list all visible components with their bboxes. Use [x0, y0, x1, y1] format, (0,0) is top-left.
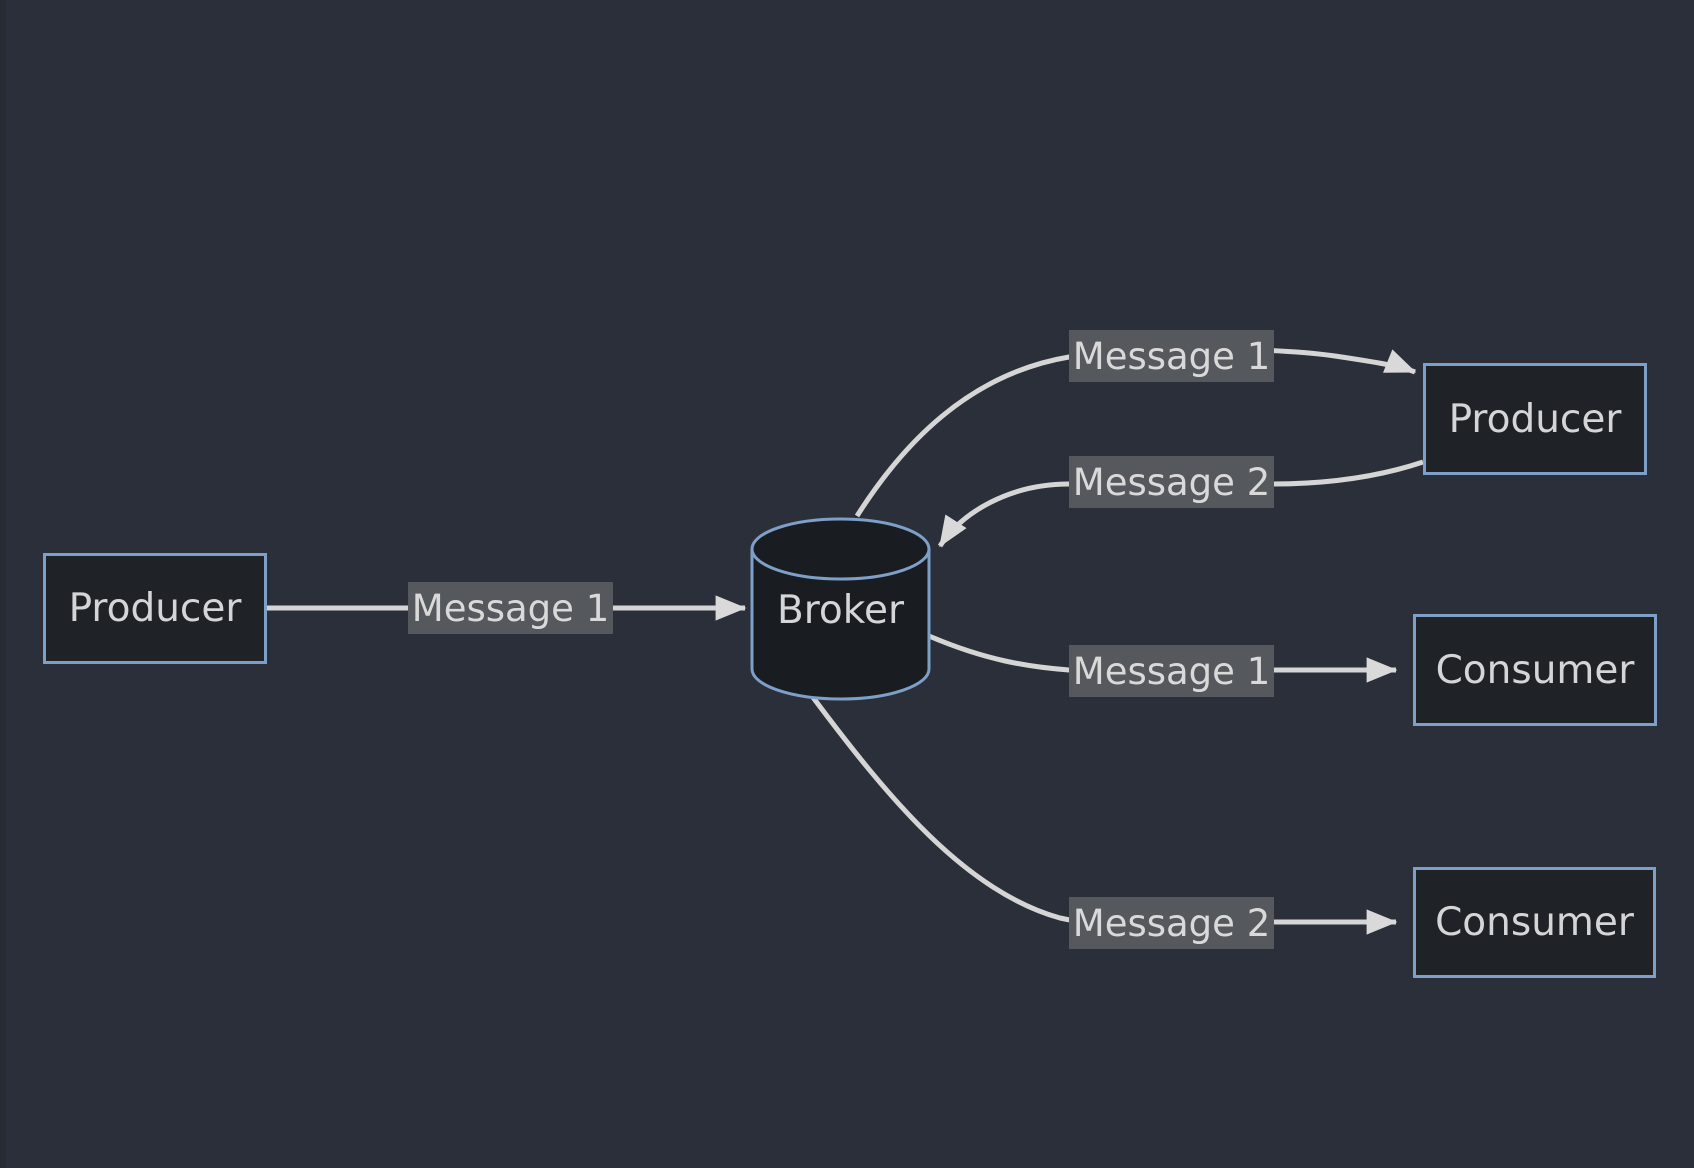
- broker-cylinder[interactable]: [750, 517, 931, 701]
- node-producer-right[interactable]: Producer: [1423, 363, 1647, 475]
- edge-label-message1-top[interactable]: Message 1: [1069, 330, 1274, 382]
- edge-broker-to-consumer-bottom[interactable]: [809, 694, 1398, 935]
- edge-label-message1-left[interactable]: Message 1: [408, 582, 613, 634]
- node-consumer-mid[interactable]: Consumer: [1413, 614, 1657, 726]
- node-consumer-mid-label: Consumer: [1435, 647, 1635, 693]
- edge-label-message2-top[interactable]: Message 2: [1069, 456, 1274, 508]
- node-consumer-bottom-label: Consumer: [1435, 900, 1634, 945]
- node-producer-left-label: Producer: [68, 586, 242, 631]
- canvas-left-edge: [0, 0, 6, 1168]
- edge-label-message1-mid[interactable]: Message 1: [1069, 645, 1274, 697]
- node-consumer-bottom[interactable]: Consumer: [1413, 867, 1656, 978]
- node-broker-label[interactable]: Broker: [776, 587, 905, 633]
- edge-label-message2-bottom[interactable]: Message 2: [1069, 897, 1274, 949]
- node-producer-left[interactable]: Producer: [43, 553, 267, 664]
- edge-broker-to-consumer-mid[interactable]: [928, 633, 1398, 683]
- node-producer-right-label: Producer: [1448, 396, 1622, 442]
